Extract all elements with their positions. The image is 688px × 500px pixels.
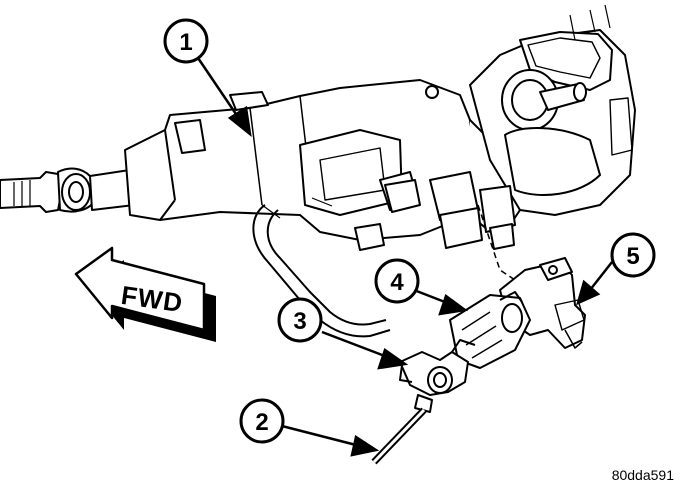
callout-5-arrowhead	[576, 279, 601, 306]
callout-4-arrowhead	[438, 293, 469, 316]
callout-3-leader	[321, 330, 391, 360]
retaining-clip	[399, 339, 476, 396]
callout-3-number: 3	[293, 308, 306, 335]
callout-5-leader	[589, 261, 613, 291]
callout-1-leader	[194, 54, 242, 121]
callout-2-leader	[277, 423, 361, 448]
callout-5: 5	[610, 232, 656, 278]
sensor-assembly	[371, 257, 586, 465]
callout-5-number: 5	[626, 243, 639, 270]
callout-1-arrowhead	[227, 105, 252, 137]
callout-2-arrowhead	[350, 434, 380, 457]
harness-connector	[449, 291, 531, 369]
callout-4-number: 4	[390, 269, 404, 296]
callout-4: 4	[374, 258, 420, 304]
callout-1-number: 1	[179, 29, 192, 56]
figure-id: 80dda591	[612, 467, 675, 483]
callout-2: 2	[239, 398, 285, 444]
callout-1: 1	[163, 18, 209, 64]
lock-housing	[469, 4, 636, 216]
fwd-direction-arrow: FWD	[74, 246, 216, 342]
callout-3-arrowhead	[377, 348, 409, 370]
intermediate-shaft	[0, 167, 135, 213]
callouts: 1 2 3 4 5	[163, 18, 656, 457]
callout-2-number: 2	[255, 409, 268, 436]
column-connectors	[354, 171, 516, 251]
wire-lead	[371, 394, 433, 465]
callout-3: 3	[277, 297, 323, 343]
